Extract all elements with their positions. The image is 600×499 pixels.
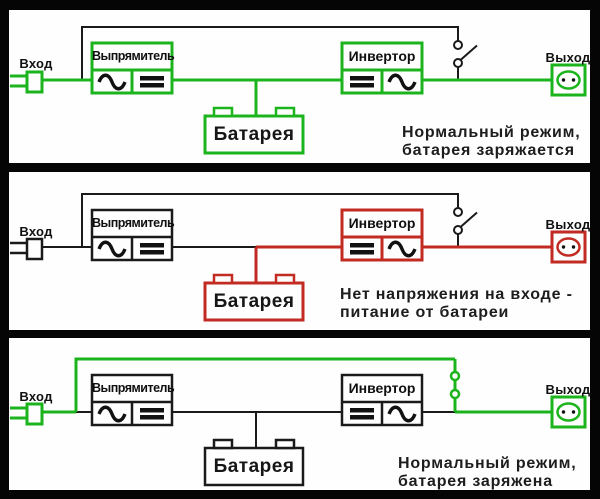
dc-bars-icon	[140, 408, 164, 420]
open-switch-icon	[81, 193, 478, 247]
open-switch-icon	[81, 26, 478, 80]
rectifier-box	[90, 373, 174, 427]
mode-caption-battery-power: Нет напряжения на входе - питание от бат…	[340, 286, 573, 321]
ac-wave-icon	[97, 73, 127, 91]
ac-wave-icon	[387, 73, 417, 91]
socket-icon	[550, 395, 587, 429]
inverter-box	[340, 373, 424, 427]
rectifier-box	[90, 41, 174, 95]
inverter-label: Инвертор	[348, 215, 416, 231]
inverter-label: Инвертор	[348, 48, 416, 64]
input-label: Вход	[19, 389, 53, 404]
output-label: Выход	[545, 382, 591, 397]
input-label: Вход	[19, 56, 53, 71]
input-label: Вход	[19, 224, 53, 239]
rectifier-label: Выпрямитель	[92, 49, 175, 63]
dc-bars-icon	[140, 243, 164, 255]
ac-wave-icon	[387, 405, 417, 423]
output-label: Выход	[545, 50, 591, 65]
wire-bypass	[74, 357, 455, 412]
socket-icon	[550, 63, 587, 97]
dc-bars-icon	[350, 243, 374, 255]
dc-bars-icon	[350, 76, 374, 88]
dc-bars-icon	[350, 408, 374, 420]
inverter-box	[340, 41, 424, 95]
inverter-box	[340, 208, 424, 262]
panel2-wiring	[10, 193, 587, 322]
battery-label: Батарея	[213, 124, 295, 145]
rectifier-label: Выпрямитель	[92, 381, 175, 395]
battery-label: Батарея	[213, 456, 295, 477]
panel1-wiring	[10, 26, 587, 155]
rectifier-label: Выпрямитель	[92, 216, 175, 230]
dc-bars-icon	[140, 76, 164, 88]
socket-icon	[550, 230, 587, 264]
battery-icon	[203, 273, 305, 322]
ac-wave-icon	[97, 240, 127, 258]
mode-caption-normal-charging: Нормальный режим, батарея заряжается	[402, 124, 581, 159]
panel3-wiring	[10, 357, 587, 487]
inverter-label: Инвертор	[348, 380, 416, 396]
plug-icon	[10, 237, 44, 261]
closed-switch-icon	[449, 359, 461, 412]
rectifier-box	[90, 208, 174, 262]
battery-label: Батарея	[213, 291, 295, 312]
ac-wave-icon	[387, 240, 417, 258]
battery-icon	[203, 438, 305, 487]
ac-wave-icon	[97, 405, 127, 423]
mode-caption-normal-charged: Нормальный режим, батарея заряжена	[398, 455, 577, 490]
battery-icon	[203, 106, 305, 155]
plug-icon	[10, 70, 44, 94]
output-label: Выход	[545, 217, 591, 232]
plug-icon	[10, 402, 44, 426]
